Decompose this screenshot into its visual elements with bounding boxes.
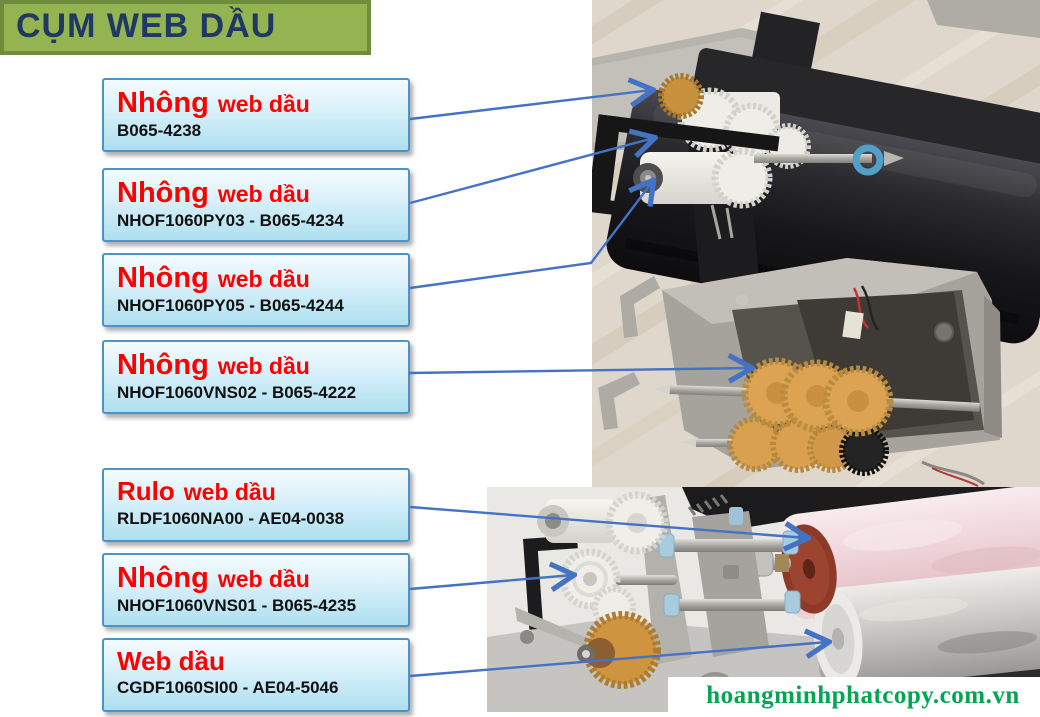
page-title: CỤM WEB DẦU — [16, 7, 277, 45]
white-roller — [633, 147, 773, 209]
label-title: Web dầu — [117, 646, 225, 676]
orange-gear — [658, 73, 704, 119]
label-title: Nhông — [117, 562, 209, 594]
amber-gear — [822, 365, 894, 437]
label-title-suffix: web dầu — [217, 181, 310, 207]
black-l-bracket — [523, 535, 578, 630]
metal-hook — [598, 372, 640, 430]
gray-web-roller — [813, 565, 1040, 690]
label-box-rulo-web-dau: Rulo web dầu RLDF1060NA00 - AE04-0038 — [102, 468, 410, 542]
part-number: NHOF1060PY05 - B065-4244 — [117, 296, 344, 316]
label-box-nhong-web-dau-3: Nhông web dầu NHOF1060PY05 - B065-4244 — [102, 253, 410, 327]
red-cable — [931, 467, 979, 487]
label-title: Nhông — [117, 349, 209, 381]
label-title-suffix: web dầu — [217, 566, 310, 592]
label-sticker — [842, 310, 864, 340]
web-unit-and-gear-bracket-photo — [592, 0, 1040, 487]
blue-bushing — [784, 590, 801, 614]
label-box-nhong-web-dau-2: Nhông web dầu NHOF1060PY03 - B065-4234 — [102, 168, 410, 242]
metal-shaft — [754, 154, 872, 163]
part-number: B065-4238 — [117, 121, 202, 141]
amber-gear-train — [654, 357, 980, 476]
label-box-nhong-web-dau-5: Nhông web dầu NHOF1060VNS01 - B065-4235 — [102, 553, 410, 627]
label-title: Rulo — [117, 476, 175, 506]
label-box-nhong-web-dau-4: Nhông web dầu NHOF1060VNS02 - B065-4222 — [102, 340, 410, 414]
part-number: NHOF1060VNS01 - B065-4235 — [117, 596, 357, 616]
blue-bushing — [663, 593, 680, 617]
label-title: Nhông — [117, 87, 209, 119]
red-wire — [852, 287, 869, 329]
part-number: CGDF1060SI00 - AE04-5046 — [117, 678, 339, 698]
blue-ring — [852, 144, 884, 176]
label-title-suffix: web dầu — [217, 91, 310, 117]
part-number: NHOF1060VNS02 - B065-4222 — [117, 383, 357, 403]
label-title: Nhông — [117, 177, 209, 209]
watermark: hoangminhphatcopy.com.vn — [668, 677, 1040, 714]
blue-clip — [729, 507, 743, 525]
part-number: RLDF1060NA00 - AE04-0038 — [117, 509, 345, 528]
label-title-suffix: web dầu — [183, 479, 276, 505]
label-title-suffix: web dầu — [217, 353, 310, 379]
part-number: NHOF1060PY03 - B065-4234 — [117, 211, 344, 231]
label-box-nhong-web-dau-1: Nhông web dầu B065-4238 — [102, 78, 410, 152]
black-wire — [860, 285, 880, 331]
blue-bushing — [782, 530, 799, 555]
title-banner: CỤM WEB DẦU — [0, 0, 371, 55]
label-title: Nhông — [117, 262, 209, 294]
watermark-text: hoangminhphatcopy.com.vn — [706, 681, 1020, 709]
cable — [921, 460, 985, 486]
label-title-suffix: web dầu — [217, 266, 310, 292]
metal-hook — [620, 276, 660, 338]
label-box-web-dau: Web dầu CGDF1060SI00 - AE04-5046 — [102, 638, 410, 712]
metal-plate-corner — [927, 0, 1040, 38]
